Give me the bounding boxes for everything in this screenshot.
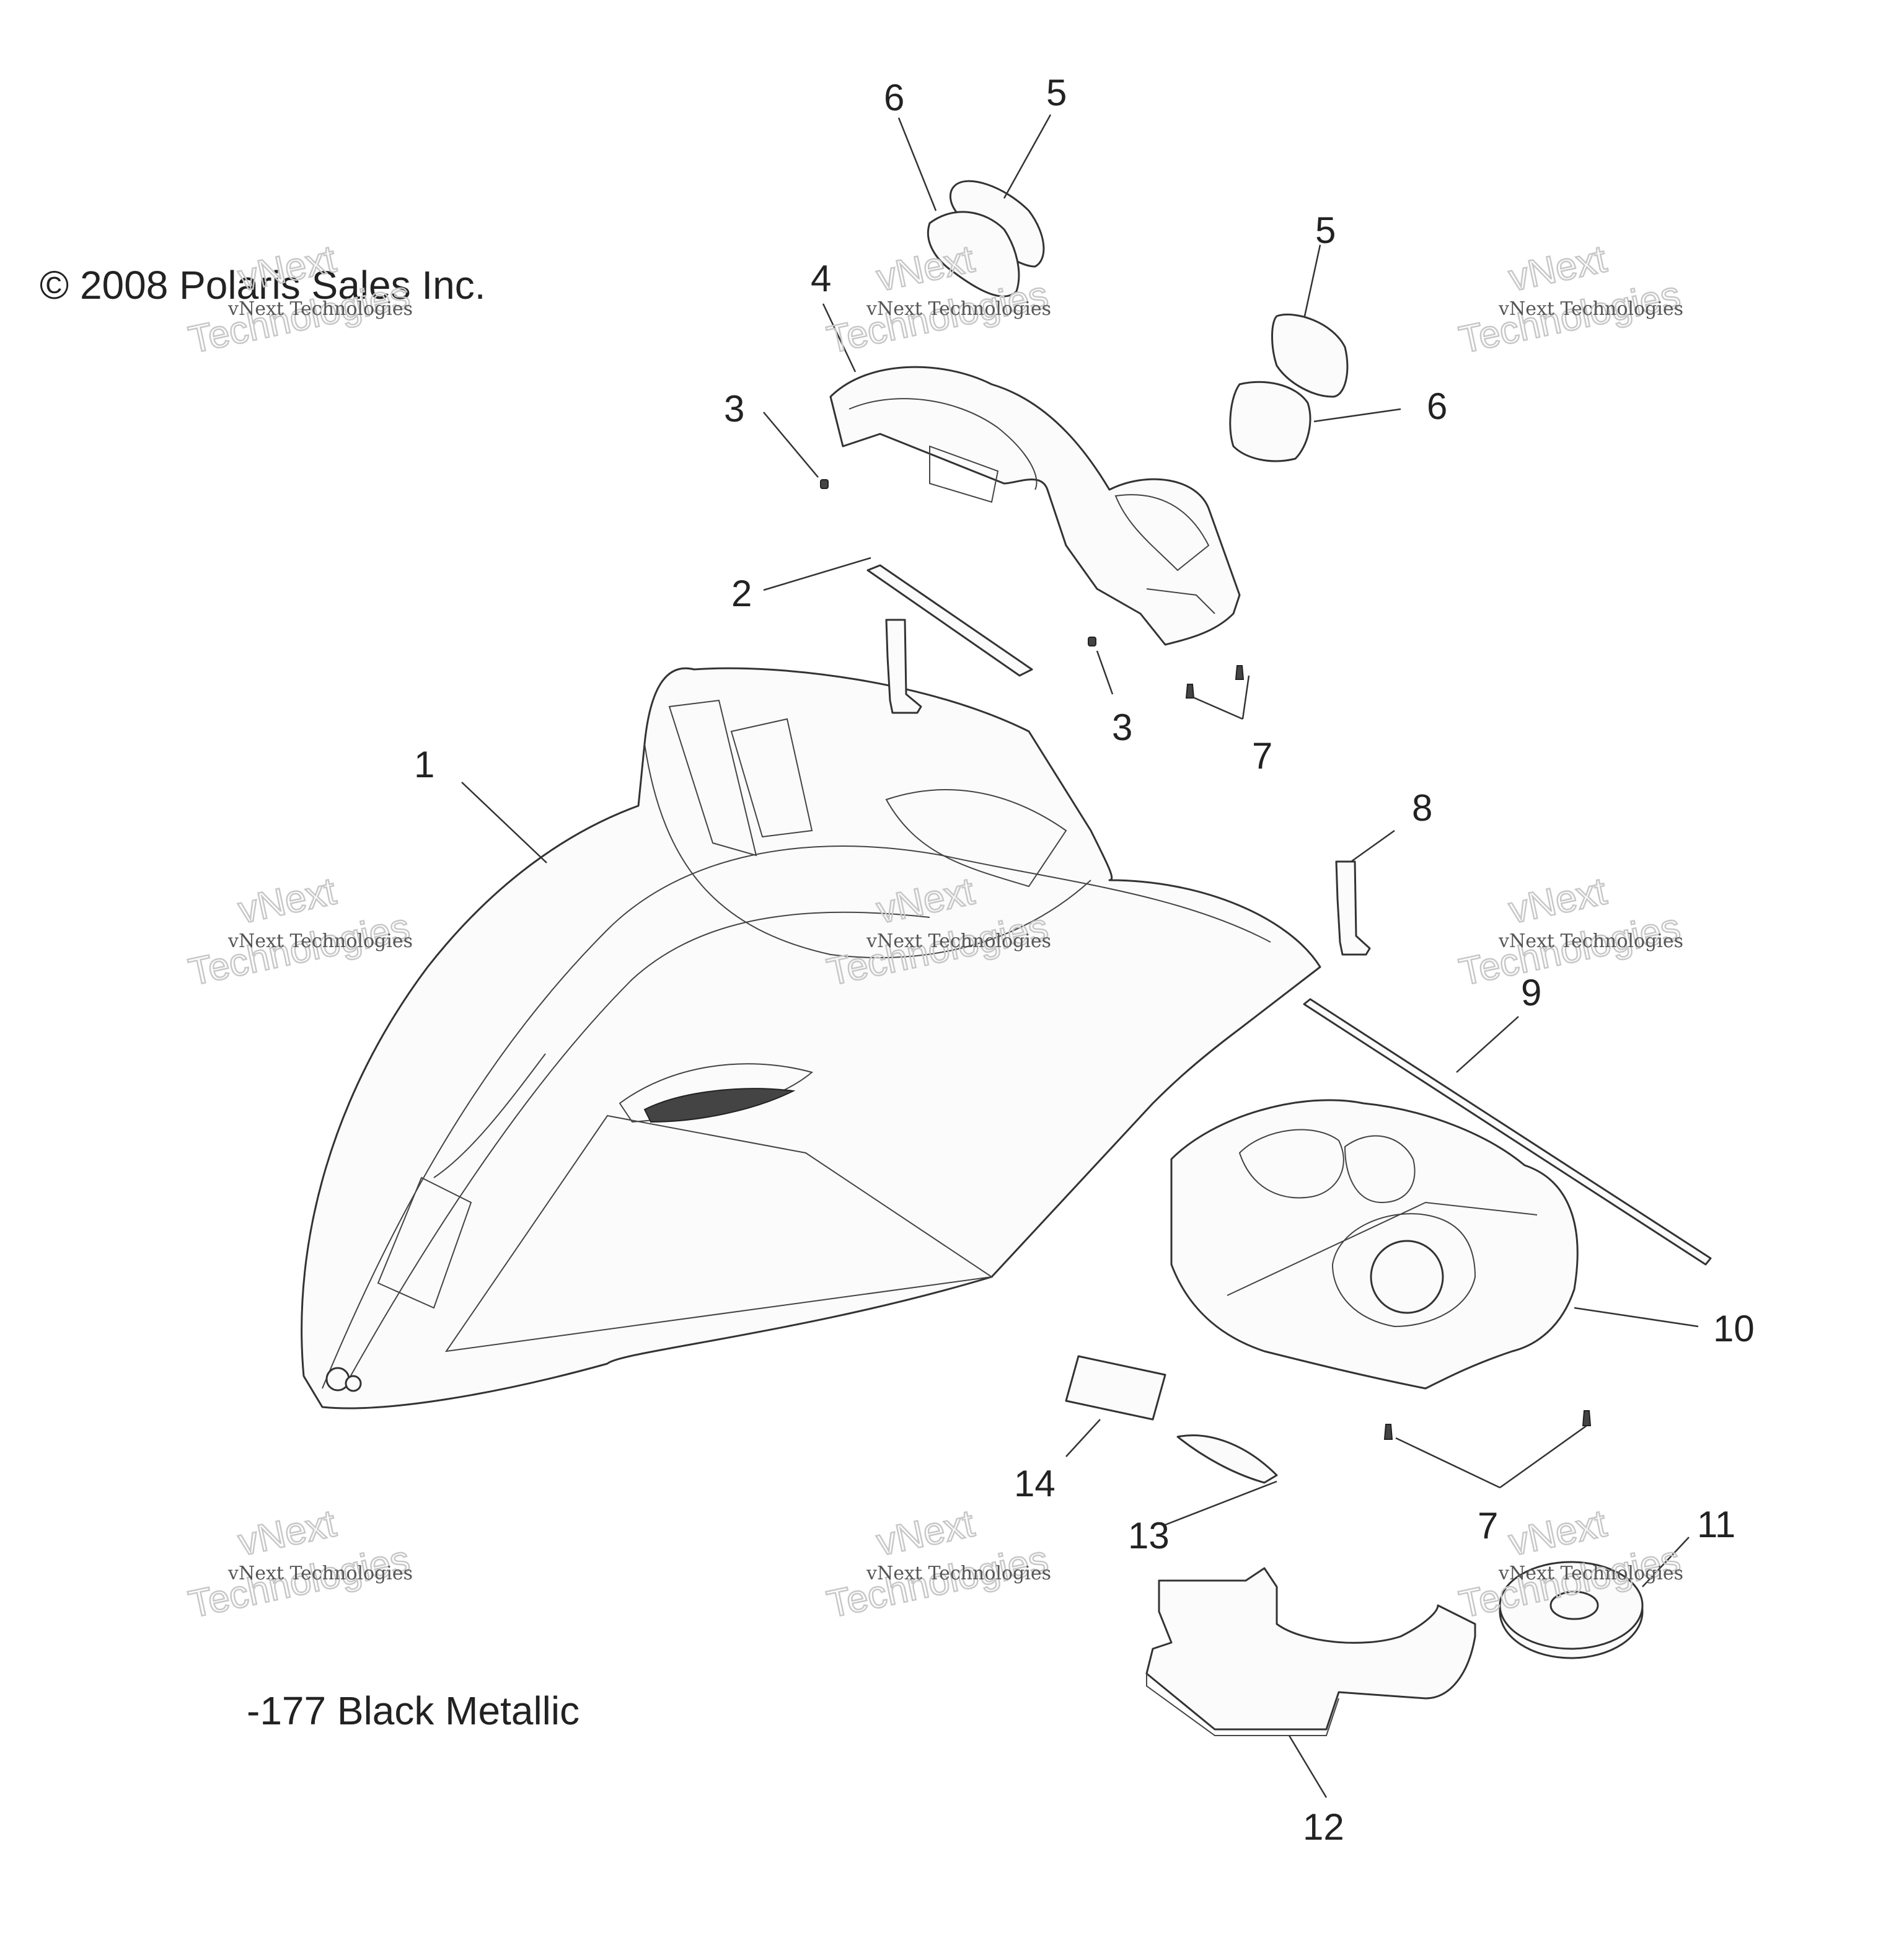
watermark-6: vNext Technologies vNext Technologies <box>1455 869 1685 995</box>
callout-11: 11 <box>1697 1504 1735 1545</box>
part-8-clip-lower <box>1335 860 1371 956</box>
copyright-text: © 2008 Polaris Sales Inc. <box>40 263 486 307</box>
callout-5-lower: 5 <box>1315 210 1336 251</box>
part-13-decal <box>1176 1434 1278 1484</box>
part-5-bezel-lower <box>1271 313 1349 398</box>
callout-9: 9 <box>1521 972 1541 1013</box>
part-12-foam-pad <box>1145 1567 1476 1736</box>
watermark-7: vNext Technologies vNext Technologies <box>184 1501 414 1627</box>
part-3-screw-lower <box>1088 637 1096 646</box>
watermark-small: vNext Technologies <box>227 930 413 952</box>
part-6-gauge-upper <box>927 211 1020 298</box>
callout-12: 12 <box>1303 1806 1344 1848</box>
watermark-small: vNext Technologies <box>227 1563 413 1584</box>
part-10-inner-console <box>1170 1099 1579 1390</box>
callout-10: 10 <box>1713 1308 1755 1349</box>
callout-3-upper: 3 <box>724 388 744 430</box>
callout-14: 14 <box>1014 1463 1056 1504</box>
part-4-console-housing <box>829 366 1241 646</box>
part-1-hood <box>301 667 1321 1410</box>
watermark-3: vNext Technologies vNext Technologies <box>1455 237 1685 363</box>
callout-3-lower: 3 <box>1112 707 1132 748</box>
part-9-strip <box>1303 998 1712 1266</box>
leader-lines <box>461 114 1699 1798</box>
callout-6-upper: 6 <box>884 77 904 118</box>
callout-1: 1 <box>414 744 434 785</box>
callout-7-lower: 7 <box>1478 1505 1498 1547</box>
watermark-small: vNext Technologies <box>1498 298 1683 320</box>
part-11-grommet <box>1499 1561 1644 1659</box>
callout-6-lower: 6 <box>1427 386 1447 427</box>
callout-5-upper: 5 <box>1046 72 1067 113</box>
watermark-8: vNext Technologies vNext Technologies <box>822 1501 1052 1627</box>
watermark-small: vNext Technologies <box>227 298 413 320</box>
watermark-small: vNext Technologies <box>866 298 1051 320</box>
part-6-gauge-lower <box>1229 381 1311 462</box>
part-3-screw-upper <box>820 479 829 489</box>
callout-2: 2 <box>731 573 752 614</box>
part-7-fasteners-upper <box>1185 665 1245 699</box>
watermark-small: vNext Technologies <box>866 930 1051 952</box>
part-7-fasteners-lower <box>1383 1410 1592 1440</box>
callout-4: 4 <box>811 258 831 299</box>
callout-7-upper: 7 <box>1252 735 1272 777</box>
color-note-text: -177 Black Metallic <box>247 1688 580 1733</box>
part-8-clip-upper <box>885 619 922 714</box>
part-2-strip <box>866 564 1033 677</box>
watermark-small: vNext Technologies <box>1498 930 1683 952</box>
watermark-4: vNext Technologies vNext Technologies <box>184 869 414 995</box>
callout-labels: 1 2 3 3 4 5 5 6 6 7 7 8 9 10 11 12 13 14 <box>414 72 1755 1848</box>
watermark-small: vNext Technologies <box>1498 1563 1683 1584</box>
watermark-small: vNext Technologies <box>866 1563 1051 1584</box>
callout-8: 8 <box>1412 787 1432 829</box>
part-14-decal <box>1065 1355 1166 1421</box>
callout-13: 13 <box>1128 1515 1170 1556</box>
